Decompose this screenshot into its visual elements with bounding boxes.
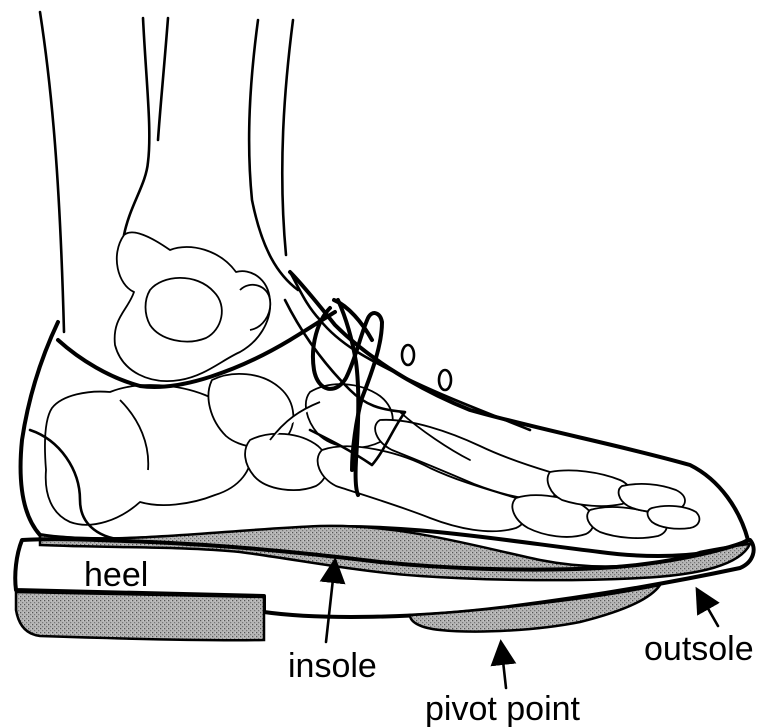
heel-tread: [16, 592, 264, 640]
pivot-tread: [410, 585, 660, 632]
outsole-arrow: [702, 598, 718, 626]
pivot-point-arrow: [502, 652, 506, 688]
insole-arrow: [326, 570, 334, 642]
heel-label: heel: [84, 556, 148, 594]
insole-label: insole: [288, 647, 377, 685]
ankle-bones: [115, 232, 271, 381]
outsole-label: outsole: [644, 630, 754, 668]
pivot-point-label: pivot point: [425, 690, 581, 727]
foot-bones: [45, 374, 699, 538]
